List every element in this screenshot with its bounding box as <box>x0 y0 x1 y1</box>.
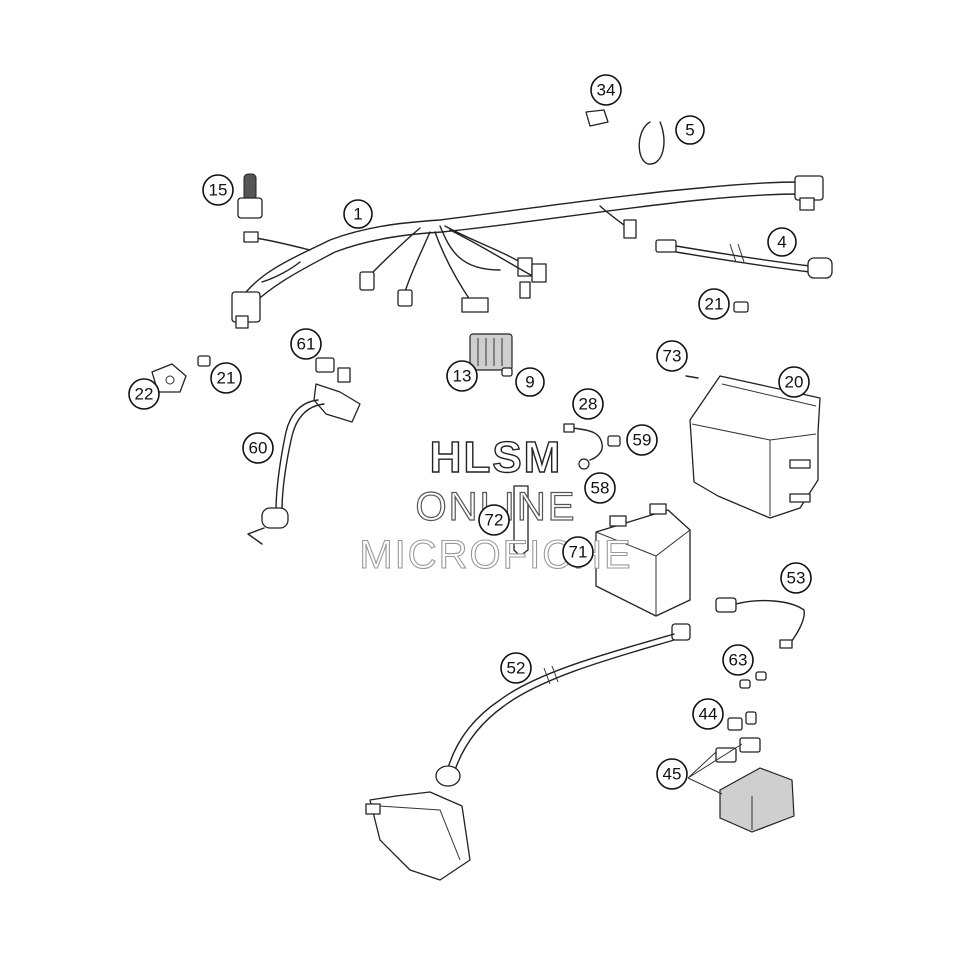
callout-1: 1 <box>343 199 373 229</box>
screw-part <box>685 375 699 379</box>
battery-strap-part <box>513 485 529 557</box>
callout-label: 72 <box>485 511 504 530</box>
callout-52: 52 <box>500 652 532 684</box>
callout-label: 22 <box>135 385 154 404</box>
callout-21: 21 <box>698 288 730 320</box>
callout-20: 20 <box>778 366 810 398</box>
screw-part <box>607 435 621 447</box>
callout-60: 60 <box>242 432 274 464</box>
screw-part <box>739 671 767 689</box>
callout-label: 71 <box>569 543 588 562</box>
callout-28: 28 <box>572 388 604 420</box>
callout-label: 44 <box>699 705 718 724</box>
leader-lines <box>687 743 743 795</box>
starter-motor-part <box>365 791 471 881</box>
callout-label: 21 <box>705 295 724 314</box>
callout-9: 9 <box>515 367 545 397</box>
callout-34: 34 <box>590 74 622 106</box>
starter-cable-part <box>435 623 691 787</box>
callout-label: 52 <box>507 659 526 678</box>
callout-63: 63 <box>722 644 754 676</box>
callout-label: 53 <box>787 569 806 588</box>
callout-13: 13 <box>446 360 478 392</box>
callout-59: 59 <box>626 424 658 456</box>
callout-label: 58 <box>591 479 610 498</box>
relay-cover-part <box>727 711 757 731</box>
ground-cable-part <box>715 597 805 649</box>
callout-73: 73 <box>656 340 688 372</box>
cable-tie-part <box>638 121 665 165</box>
starter-relay-part <box>715 737 795 833</box>
callout-label: 4 <box>777 233 786 252</box>
battery-part <box>595 503 691 617</box>
callout-61: 61 <box>290 328 322 360</box>
battery-cable-part <box>563 423 604 461</box>
callout-label: 9 <box>525 373 534 392</box>
callout-22: 22 <box>128 378 160 410</box>
watermark-line1: HLSM <box>430 433 563 482</box>
callout-58: 58 <box>584 472 616 504</box>
screw-part <box>501 367 513 377</box>
callout-label: 59 <box>633 431 652 450</box>
sub-harness <box>655 239 833 279</box>
callout-label: 15 <box>209 181 228 200</box>
bolt-part <box>733 301 749 313</box>
ignition-coil-part <box>247 357 361 545</box>
callout-label: 34 <box>597 81 616 100</box>
callout-44: 44 <box>692 698 724 730</box>
callout-label: 1 <box>353 205 362 224</box>
callout-label: 5 <box>685 121 694 140</box>
switch-part <box>237 173 263 219</box>
nut-part <box>578 458 590 470</box>
callout-label: 60 <box>249 439 268 458</box>
callout-label: 73 <box>663 347 682 366</box>
main-wiring-harness <box>231 175 824 329</box>
callout-53: 53 <box>780 562 812 594</box>
bolt-part <box>197 355 211 367</box>
callout-label: 61 <box>297 335 316 354</box>
callout-label: 45 <box>663 765 682 784</box>
callout-label: 63 <box>729 651 748 670</box>
callout-72: 72 <box>478 504 510 536</box>
battery-box-part <box>689 375 821 519</box>
callout-label: 20 <box>785 373 804 392</box>
callout-21: 21 <box>210 362 242 394</box>
callout-4: 4 <box>767 227 797 257</box>
callout-label: 28 <box>579 395 598 414</box>
callout-15: 15 <box>202 174 234 206</box>
callout-5: 5 <box>675 115 705 145</box>
callout-71: 71 <box>562 536 594 568</box>
callout-label: 21 <box>217 369 236 388</box>
callout-45: 45 <box>656 758 688 790</box>
regulator-part <box>469 333 513 371</box>
clip-part <box>585 109 609 127</box>
callout-label: 13 <box>453 367 472 386</box>
